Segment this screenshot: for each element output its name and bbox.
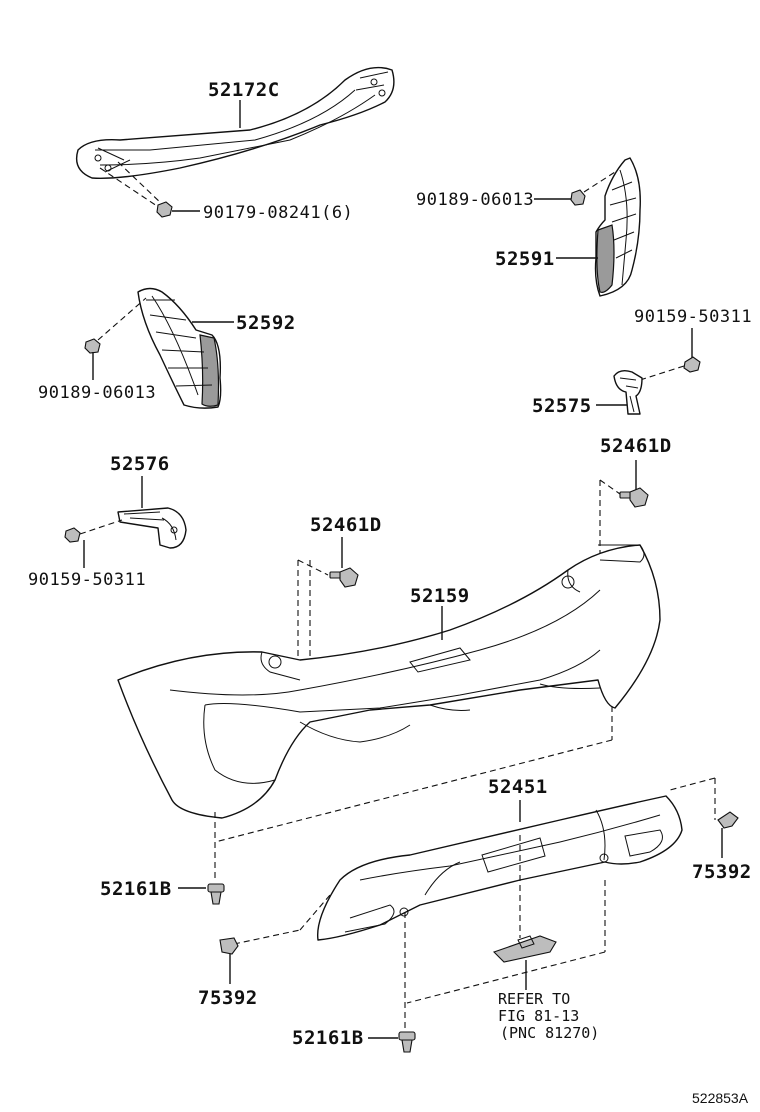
label-reinforcement: 52172C (208, 79, 280, 101)
right-extension-part[interactable] (594, 157, 641, 297)
bolt-icon[interactable] (64, 527, 81, 543)
clip-icon[interactable] (717, 811, 739, 829)
retainer-icon[interactable] (329, 567, 359, 588)
label-bottom-clip: 52161B (292, 1027, 364, 1049)
bumper-cover-part[interactable] (117, 544, 661, 819)
label-left-clip-75392: 75392 (198, 987, 258, 1009)
label-lower-cover: 52451 (488, 776, 548, 798)
screw-icon[interactable] (84, 338, 101, 354)
reference-line-3: (PNC 81270) (500, 1024, 599, 1042)
label-right-clip-75392: 75392 (692, 861, 752, 883)
reference-line-2: FIG 81-13 (498, 1007, 579, 1025)
label-center-retainer: 52461D (310, 514, 382, 536)
label-left-clip: 52161B (100, 878, 172, 900)
clip-icon[interactable] (207, 883, 225, 905)
nut-icon[interactable] (156, 201, 173, 218)
label-reinforcement-nut: 90179-08241(6) (203, 203, 353, 223)
left-bracket-part[interactable] (117, 507, 187, 549)
right-bracket-part[interactable] (613, 369, 643, 415)
reinforcement-part[interactable] (75, 66, 395, 179)
clip-icon[interactable] (219, 937, 239, 955)
clip-icon[interactable] (398, 1031, 416, 1053)
label-left-extension-screw: 90189-06013 (38, 383, 156, 403)
label-bumper-cover: 52159 (410, 585, 470, 607)
label-right-bracket-bolt: 90159-50311 (634, 307, 752, 327)
retainer-icon[interactable] (619, 487, 649, 508)
label-left-extension: 52592 (236, 312, 296, 334)
left-extension-part[interactable] (137, 287, 222, 409)
lower-cover-part[interactable] (316, 795, 683, 941)
label-right-extension-screw: 90189-06013 (416, 190, 534, 210)
connector-part[interactable] (492, 935, 557, 963)
bolt-icon[interactable] (683, 356, 701, 373)
label-left-bracket-bolt: 90159-50311 (28, 570, 146, 590)
diagram-id: 522853A (692, 1090, 749, 1106)
label-right-retainer: 52461D (600, 435, 672, 457)
label-right-extension: 52591 (495, 248, 555, 270)
reference-line-1: REFER TO (498, 990, 570, 1008)
label-left-bracket: 52576 (110, 453, 170, 475)
label-right-bracket: 52575 (532, 395, 592, 417)
screw-icon[interactable] (570, 189, 586, 206)
